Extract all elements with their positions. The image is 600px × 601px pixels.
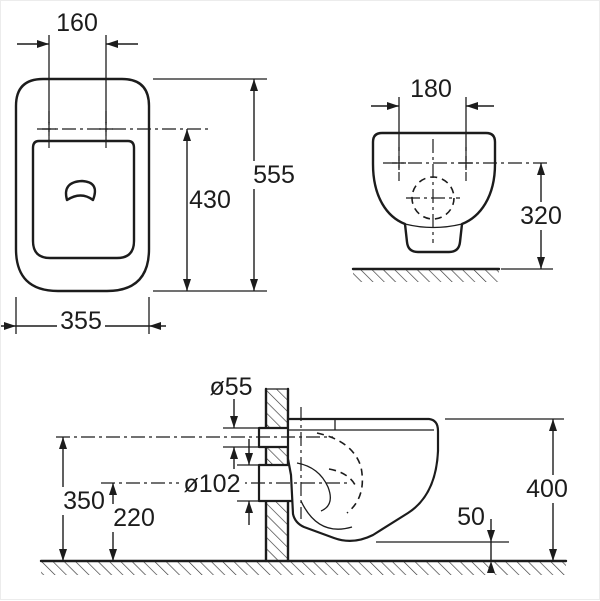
- toilet-seat-outline: [31, 139, 136, 260]
- dim-inlet-center-height: 350: [59, 437, 108, 561]
- dim-inlet-diameter: ø55: [209, 373, 263, 469]
- dim-floor-clearance: 50: [376, 503, 509, 573]
- dim-label: 320: [520, 202, 562, 230]
- side-view: ø55 ø102 350 220: [39, 373, 571, 575]
- toilet-plan-outline: [14, 77, 151, 293]
- dim-label: 400: [526, 475, 568, 503]
- dim-label: 50: [457, 503, 485, 531]
- front-view: 180 320: [351, 75, 564, 282]
- dim-label: 430: [189, 186, 231, 214]
- dim-front-fixing-height: 320: [501, 163, 564, 270]
- dim-label: 555: [253, 161, 295, 189]
- outlet-connection-dashed: [328, 468, 358, 490]
- trap-curve-lower: [300, 500, 353, 530]
- dim-overall-height: 400: [445, 418, 571, 561]
- dim-front-fixing-spacing: 180: [371, 75, 494, 151]
- dim-plan-fixing-to-front: 430: [183, 129, 232, 291]
- ground-hatch: [353, 269, 499, 282]
- toilet-side-outline: [286, 417, 440, 542]
- dim-label: 350: [63, 487, 105, 515]
- fixing-point-marker: [392, 147, 406, 181]
- dim-plan-overall-width: 355: [1, 297, 166, 335]
- flush-detail: [64, 179, 97, 202]
- outlet-circle: [411, 176, 455, 220]
- floor-hatch: [41, 561, 566, 575]
- dim-plan-fixing-spacing: 160: [17, 9, 138, 123]
- dim-outlet-diameter: ø102: [179, 439, 263, 525]
- dim-label: 180: [410, 75, 452, 103]
- dim-label: 160: [56, 9, 98, 37]
- dim-label: ø55: [209, 373, 252, 401]
- dim-label: 355: [60, 307, 102, 335]
- dim-label: ø102: [184, 470, 241, 498]
- dim-label: 220: [113, 504, 155, 532]
- fixing-point-marker: [459, 147, 473, 181]
- plan-view: 160 430 555 355: [1, 9, 296, 335]
- dim-plan-overall-length: 555: [153, 78, 296, 292]
- dim-outlet-center-height: 220: [109, 483, 158, 561]
- trap-curve-upper: [296, 462, 331, 512]
- toilet-front-outline: [371, 131, 497, 254]
